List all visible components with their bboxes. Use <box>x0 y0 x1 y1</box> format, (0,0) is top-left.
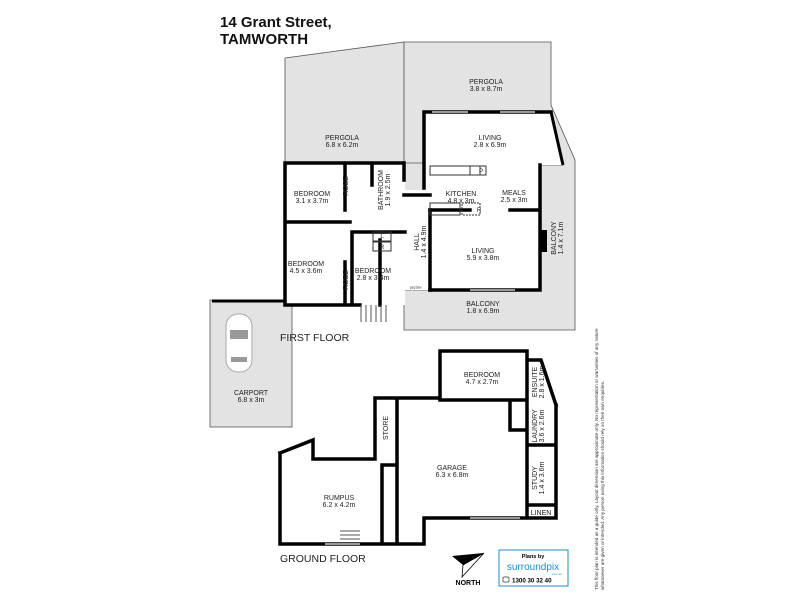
disclaimer-line-1: This floor plan is intended as a guide o… <box>594 328 599 590</box>
room-dims: 6.2 x 4.2m <box>323 502 356 509</box>
room-name: BEDROOM <box>288 261 324 268</box>
room-dims: 2.8 x 1.6m <box>539 365 546 398</box>
room-dims: 3.6 x 2.6m <box>539 409 546 442</box>
room-dims: 1.4 x 7.1m <box>558 221 565 254</box>
room-dims: 2.8 x 6.9m <box>474 142 507 149</box>
fridge-label: R <box>477 208 482 214</box>
room-name: RUMPUS <box>324 495 355 502</box>
room-name: ENSUITE <box>532 367 539 398</box>
room-name: BALCONY <box>551 221 558 255</box>
first-floor-label: FIRST FLOOR <box>280 332 350 344</box>
room-name: STUDY <box>532 466 539 490</box>
room-name: BATHROOM <box>378 170 385 210</box>
brand-sub: com.au <box>552 572 562 576</box>
room-name: BEDROOM <box>355 268 391 275</box>
room-labels-first-floor: PERGOLA 6.8 x 6.2m PERGOLA 3.8 x 8.7m LI… <box>234 79 565 404</box>
room-dims: 4.7 x 2.7m <box>466 379 499 386</box>
entry-label: ENTRY <box>410 286 422 290</box>
phone-number: 1300 30 32 40 <box>512 578 552 585</box>
stairs <box>360 305 387 322</box>
room-labels-ground-floor: BEDROOM 4.7 x 2.7m ENSUITE 2.8 x 1.6m ST… <box>280 365 551 565</box>
brand-name: surroundpix <box>507 562 559 573</box>
room-name: CARPORT <box>234 390 269 397</box>
room-dims: 3.8 x 8.7m <box>470 86 503 93</box>
room-name: MEALS <box>502 190 526 197</box>
room-name: GARAGE <box>437 465 467 472</box>
room-name: PERGOLA <box>469 79 503 86</box>
north-arrow-icon: NORTH <box>452 552 485 587</box>
property-address: 14 Grant Street, TAMWORTH <box>220 14 332 48</box>
stairs <box>340 530 360 540</box>
room-dims: 1.9 x 2.5m <box>385 173 392 206</box>
room-dims: 5.9 x 3.8m <box>467 255 500 262</box>
disclaimer: This floor plan is intended as a guide o… <box>594 328 605 590</box>
room-dims: 2.5 x 3m <box>501 197 528 204</box>
north-label: NORTH <box>456 580 481 587</box>
room-name: LIVING <box>472 248 495 255</box>
linen-label: L <box>380 234 384 240</box>
room-name: BEDROOM <box>294 191 330 198</box>
ground-floor-label: GROUND FLOOR <box>280 553 366 565</box>
room-name: LAUNDRY <box>532 409 539 443</box>
room-name: ROBE <box>343 270 350 290</box>
room-dims: 4.5 x 3.6m <box>290 268 323 275</box>
room-dims: 6.8 x 3m <box>238 397 265 404</box>
room-dims: 6.8 x 6.2m <box>326 142 359 149</box>
room-dims: 1.4 x 4.9m <box>421 225 428 258</box>
room-name: BEDROOM <box>464 372 500 379</box>
phone-icon <box>502 576 510 583</box>
room-name: PERGOLA <box>325 135 359 142</box>
car-icon <box>225 313 253 373</box>
robe-label: R <box>380 245 385 251</box>
plans-by: Plans by <box>522 554 546 560</box>
room-dims: 3.1 x 3.7m <box>296 198 329 205</box>
room-name: LINEN <box>531 510 552 517</box>
room-dims: 4.8 x 3m <box>448 198 475 205</box>
room-dims: 2.8 x 3.4m <box>357 275 390 282</box>
room-name: ROBE <box>343 176 350 196</box>
room-name: KITCHEN <box>446 191 477 198</box>
room-dims: 1.8 x 6.9m <box>467 308 500 315</box>
first-floor-walls <box>283 110 565 322</box>
pantry-label: P <box>479 169 483 175</box>
room-name: LIVING <box>479 135 502 142</box>
room-dims: 6.3 x 6.8m <box>436 472 469 479</box>
room-name: BALCONY <box>466 301 500 308</box>
surroundpix-logo: Plans by surroundpix com.au 1300 30 32 4… <box>498 549 569 587</box>
room-dims: 1.4 x 3.6m <box>539 461 546 494</box>
room-name: HALL <box>414 233 421 251</box>
room-name: STORE <box>383 416 390 440</box>
address-street: 14 Grant Street, <box>220 14 332 31</box>
ground-floor-walls <box>277 349 559 546</box>
address-suburb: TAMWORTH <box>220 31 309 48</box>
disclaimer-line-2: whatsoever are given or intended. Any pe… <box>600 381 605 590</box>
